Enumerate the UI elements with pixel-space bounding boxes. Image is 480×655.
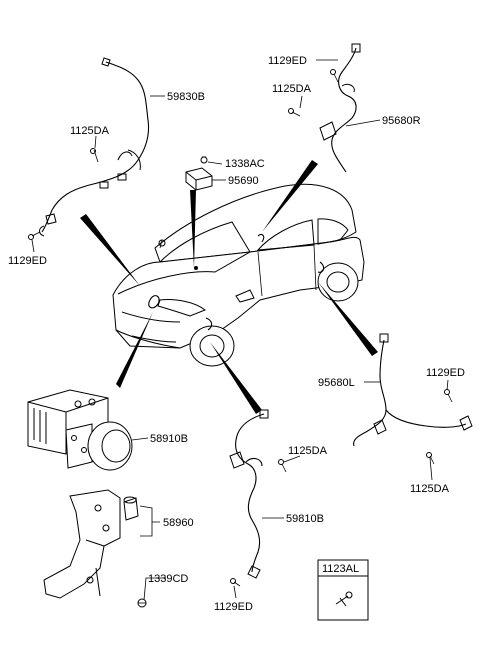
abs-module — [27, 389, 133, 471]
callout-1125da: 1125DA — [272, 83, 312, 95]
leader-lines — [31, 59, 449, 601]
bolt-icon — [444, 389, 453, 403]
callout-1129ed: 1129ED — [268, 55, 307, 67]
bolt-icon — [137, 598, 147, 608]
callout-labels: 1129ED 1125DA 95680R 59830B 1125DA 1338A… — [8, 55, 465, 613]
callout-95680r: 95680R — [382, 115, 421, 127]
bolt-icon — [288, 108, 301, 117]
pointer-wedge-abs — [116, 312, 153, 388]
callout-1339cd: 1339CD — [148, 573, 188, 585]
callout-1338ac: 1338AC — [225, 158, 265, 170]
callout-1125da: 1125DA — [70, 125, 110, 137]
sensor-cable-95680r — [319, 43, 361, 173]
part-legend-box: 1123AL — [317, 559, 369, 621]
callout-1125da: 1125DA — [288, 445, 328, 457]
pointer-wedge-sensor-top — [190, 190, 196, 268]
callout-1125da: 1125DA — [410, 483, 450, 495]
callout-1129ed: 1129ED — [214, 601, 253, 613]
screw-icon — [335, 591, 353, 607]
callout-58960: 58960 — [163, 517, 194, 529]
callout-58910b: 58910B — [150, 433, 188, 445]
bolt-icon — [28, 231, 41, 240]
bolt-icon — [278, 459, 287, 473]
callout-95690: 95690 — [228, 175, 259, 187]
legend-box-code: 1123AL — [322, 563, 359, 575]
pointer-wedge-rear-right — [318, 282, 378, 356]
bolt-icon — [426, 452, 435, 465]
callout-59830b: 59830B — [167, 91, 205, 103]
car-illustration — [112, 183, 365, 367]
bolt-icon — [230, 578, 241, 587]
callout-59810b: 59810B — [286, 513, 324, 525]
callout-1129ed: 1129ED — [8, 255, 47, 267]
pointer-wedge-front-left — [80, 214, 140, 286]
callout-95680l: 95680L — [318, 377, 355, 389]
sensor-cable-59810b — [229, 409, 269, 579]
bolt-icon — [330, 69, 339, 83]
bolt-icon — [90, 148, 99, 163]
sensor-module-95690 — [185, 156, 213, 191]
abs-bracket — [43, 489, 139, 599]
callout-1129ed: 1129ED — [426, 367, 465, 379]
pointer-wedges — [80, 160, 378, 414]
sensor-cable-95680l — [353, 333, 473, 447]
pointer-wedge-front-right — [262, 160, 318, 232]
sensor-cable-59830b — [39, 57, 150, 237]
pointer-wedge-rear-left — [210, 342, 262, 414]
